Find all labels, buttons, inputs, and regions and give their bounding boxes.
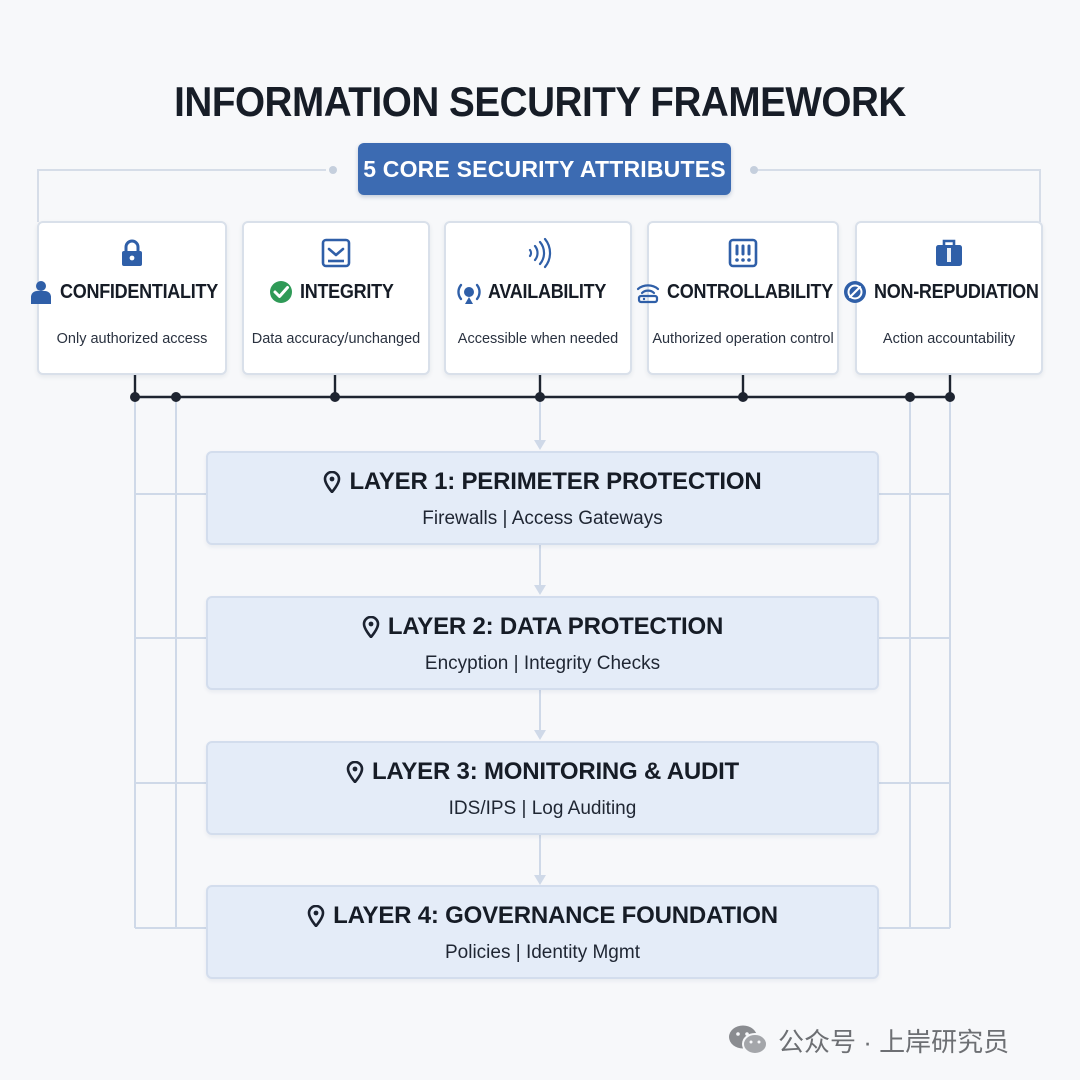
layer-card-2: LAYER 2: DATA PROTECTION Encyption | Int… xyxy=(206,596,879,690)
layer-title: LAYER 1: PERIMETER PROTECTION xyxy=(349,468,762,495)
layer-items: Encyption | Integrity Checks xyxy=(424,653,661,674)
layer-items: Firewalls | Access Gateways xyxy=(422,508,663,529)
attribute-name: CONTROLLABILITY xyxy=(666,280,833,303)
signal-waves-icon xyxy=(522,237,554,269)
layer-card-1: LAYER 1: PERIMETER PROTECTION Firewalls … xyxy=(206,451,879,545)
map-pin-icon xyxy=(323,471,341,493)
attribute-card-integrity: INTEGRITY Data accuracy/unchanged xyxy=(242,221,430,375)
attribute-name: CONFIDENTIALITY xyxy=(60,280,219,303)
attribute-description: Accessible when needed xyxy=(457,331,619,347)
wechat-logo-icon xyxy=(728,1023,768,1057)
wifi-router-icon xyxy=(635,279,661,305)
map-pin-icon xyxy=(307,905,325,927)
watermark: 公众号 · 上岸研究员 xyxy=(728,1020,1009,1060)
inbox-tray-icon xyxy=(320,237,352,269)
broadcast-icon xyxy=(456,279,482,305)
attribute-card-confidentiality: CONFIDENTIALITY Only authorized access xyxy=(31,221,227,375)
watermark-text: 公众号 · 上岸研究员 xyxy=(778,1026,1010,1057)
attribute-description: Action accountability xyxy=(882,331,1016,347)
map-pin-icon xyxy=(346,761,364,783)
attribute-description: Data accuracy/unchanged xyxy=(251,331,421,347)
map-pin-icon xyxy=(362,616,380,638)
layer-items: Policies | Identity Mgmt xyxy=(444,942,640,963)
layer-card-4: LAYER 4: GOVERNANCE FOUNDATION Policies … xyxy=(206,885,879,979)
user-icon xyxy=(28,279,54,305)
attribute-name: NON-REPUDIATION xyxy=(873,280,1039,303)
briefcase-icon xyxy=(933,237,965,269)
attribute-card-controllability: CONTROLLABILITY Authorized operation con… xyxy=(636,221,839,375)
signed-badge-icon xyxy=(842,279,868,305)
attribute-name: AVAILABILITY xyxy=(488,280,607,303)
attribute-card-non-repudiation: NON-REPUDIATION Action accountability xyxy=(843,221,1043,375)
layer-title: LAYER 4: GOVERNANCE FOUNDATION xyxy=(333,902,778,929)
attribute-description: Authorized operation control xyxy=(652,331,834,347)
layer-card-3: LAYER 3: MONITORING & AUDIT IDS/IPS | Lo… xyxy=(206,741,879,835)
core-attributes-badge: 5 CORE SECURITY ATTRIBUTES xyxy=(358,143,731,195)
layer-items: IDS/IPS | Log Auditing xyxy=(448,798,637,819)
page-title: INFORMATION SECURITY FRAMEWORK xyxy=(174,78,906,125)
check-shield-icon xyxy=(268,279,294,305)
attribute-name: INTEGRITY xyxy=(300,280,394,303)
padlock-icon xyxy=(116,237,148,269)
layer-title: LAYER 3: MONITORING & AUDIT xyxy=(371,758,740,785)
control-panel-icon xyxy=(727,237,759,269)
attribute-description: Only authorized access xyxy=(56,331,208,347)
attribute-card-availability: AVAILABILITY Accessible when needed xyxy=(444,221,632,375)
layer-title: LAYER 2: DATA PROTECTION xyxy=(387,613,724,640)
